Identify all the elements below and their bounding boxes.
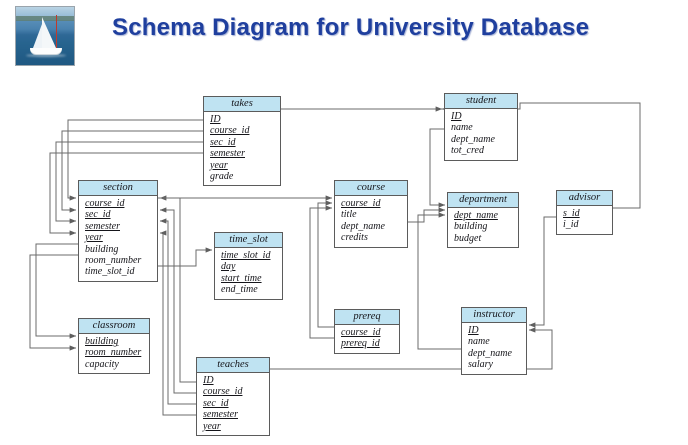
entity-title: prereq [335,310,399,325]
entity-field: dept_name [451,133,495,145]
entity-field-key: dept_name [454,210,498,221]
entity-field-key: prereq_id [341,338,380,350]
entity-field: title [341,209,357,221]
entity-field: tot_cred [451,145,484,157]
entity-field-key: course_id [210,125,250,137]
entity-field: budget [454,232,482,244]
entity-field-key: room_number [85,347,142,359]
entity-title: instructor [462,308,526,323]
entity-field-key: semester [210,148,245,160]
entity-field-key: year [210,159,228,171]
entity-field: end_time [221,284,258,296]
sailboat-photo [15,6,75,66]
entity-field-key: day [221,261,236,273]
entity-field-key: year [203,420,221,432]
entity-field-key: time_slot_id [221,250,271,261]
entity-field: capacity [85,358,119,370]
entity-field-key: ID [203,375,214,386]
page-title: Schema Diagram for University Database [112,14,590,41]
entity-title: section [79,181,157,196]
entity-field: credits [341,232,368,244]
entity-field-key: course_id [341,327,381,338]
entity-field-key: sec_id [85,209,111,221]
entity-field: time_slot_id [85,266,135,278]
entity-field-key: course_id [203,386,243,398]
photo-hull [30,48,62,54]
entity-title: classroom [79,319,149,334]
connector-group-instructor-in [270,216,556,370]
entity-field: salary [468,359,493,371]
entity-title: teaches [197,358,269,373]
connector-group-timeslot-in [158,247,213,267]
entity-field: dept_name [341,220,385,232]
entity-field: i_id [563,219,579,231]
entity-field: name [451,122,473,134]
slide-header: Schema Diagram for University Database [0,0,688,72]
connector-group-course-in [158,195,334,339]
entity-title: course [335,181,407,196]
connector-group-department-in [408,128,461,350]
entity-field-key: semester [85,220,120,232]
photo-jib-sail [33,24,42,48]
entity-title: takes [204,97,280,112]
entity-field-key: ID [451,111,462,122]
entity-field-key: s_id [563,208,580,219]
connector-group-section-in [49,119,203,416]
photo-mast [56,15,57,49]
entity-field-key: building [85,336,119,347]
entity-title: time_slot [215,233,282,248]
entity-field-key: semester [203,409,238,421]
entity-field: grade [210,171,234,183]
entity-field-key: sec_id [203,397,229,409]
entity-field-key: ID [210,114,221,125]
entity-title: department [448,193,518,208]
connector-layer [29,102,641,416]
entity-field: room_number [85,255,142,267]
entity-field-key: ID [468,325,479,336]
entity-field-key: start_time [221,272,262,284]
photo-main-sail [42,17,56,48]
entity-field-key: course_id [85,198,125,209]
entity-title: advisor [557,191,612,206]
entity-field: dept_name [468,347,512,359]
connector-group-classroom-in [29,243,78,351]
entity-field: building [85,243,119,255]
entity-field: name [468,336,490,348]
entity-field-key: course_id [341,198,381,209]
entity-field: building [454,221,488,233]
entity-title: student [445,94,517,109]
entity-field-key: sec_id [210,136,236,148]
entity-field-key: year [85,232,103,244]
photo-wake [26,54,66,57]
